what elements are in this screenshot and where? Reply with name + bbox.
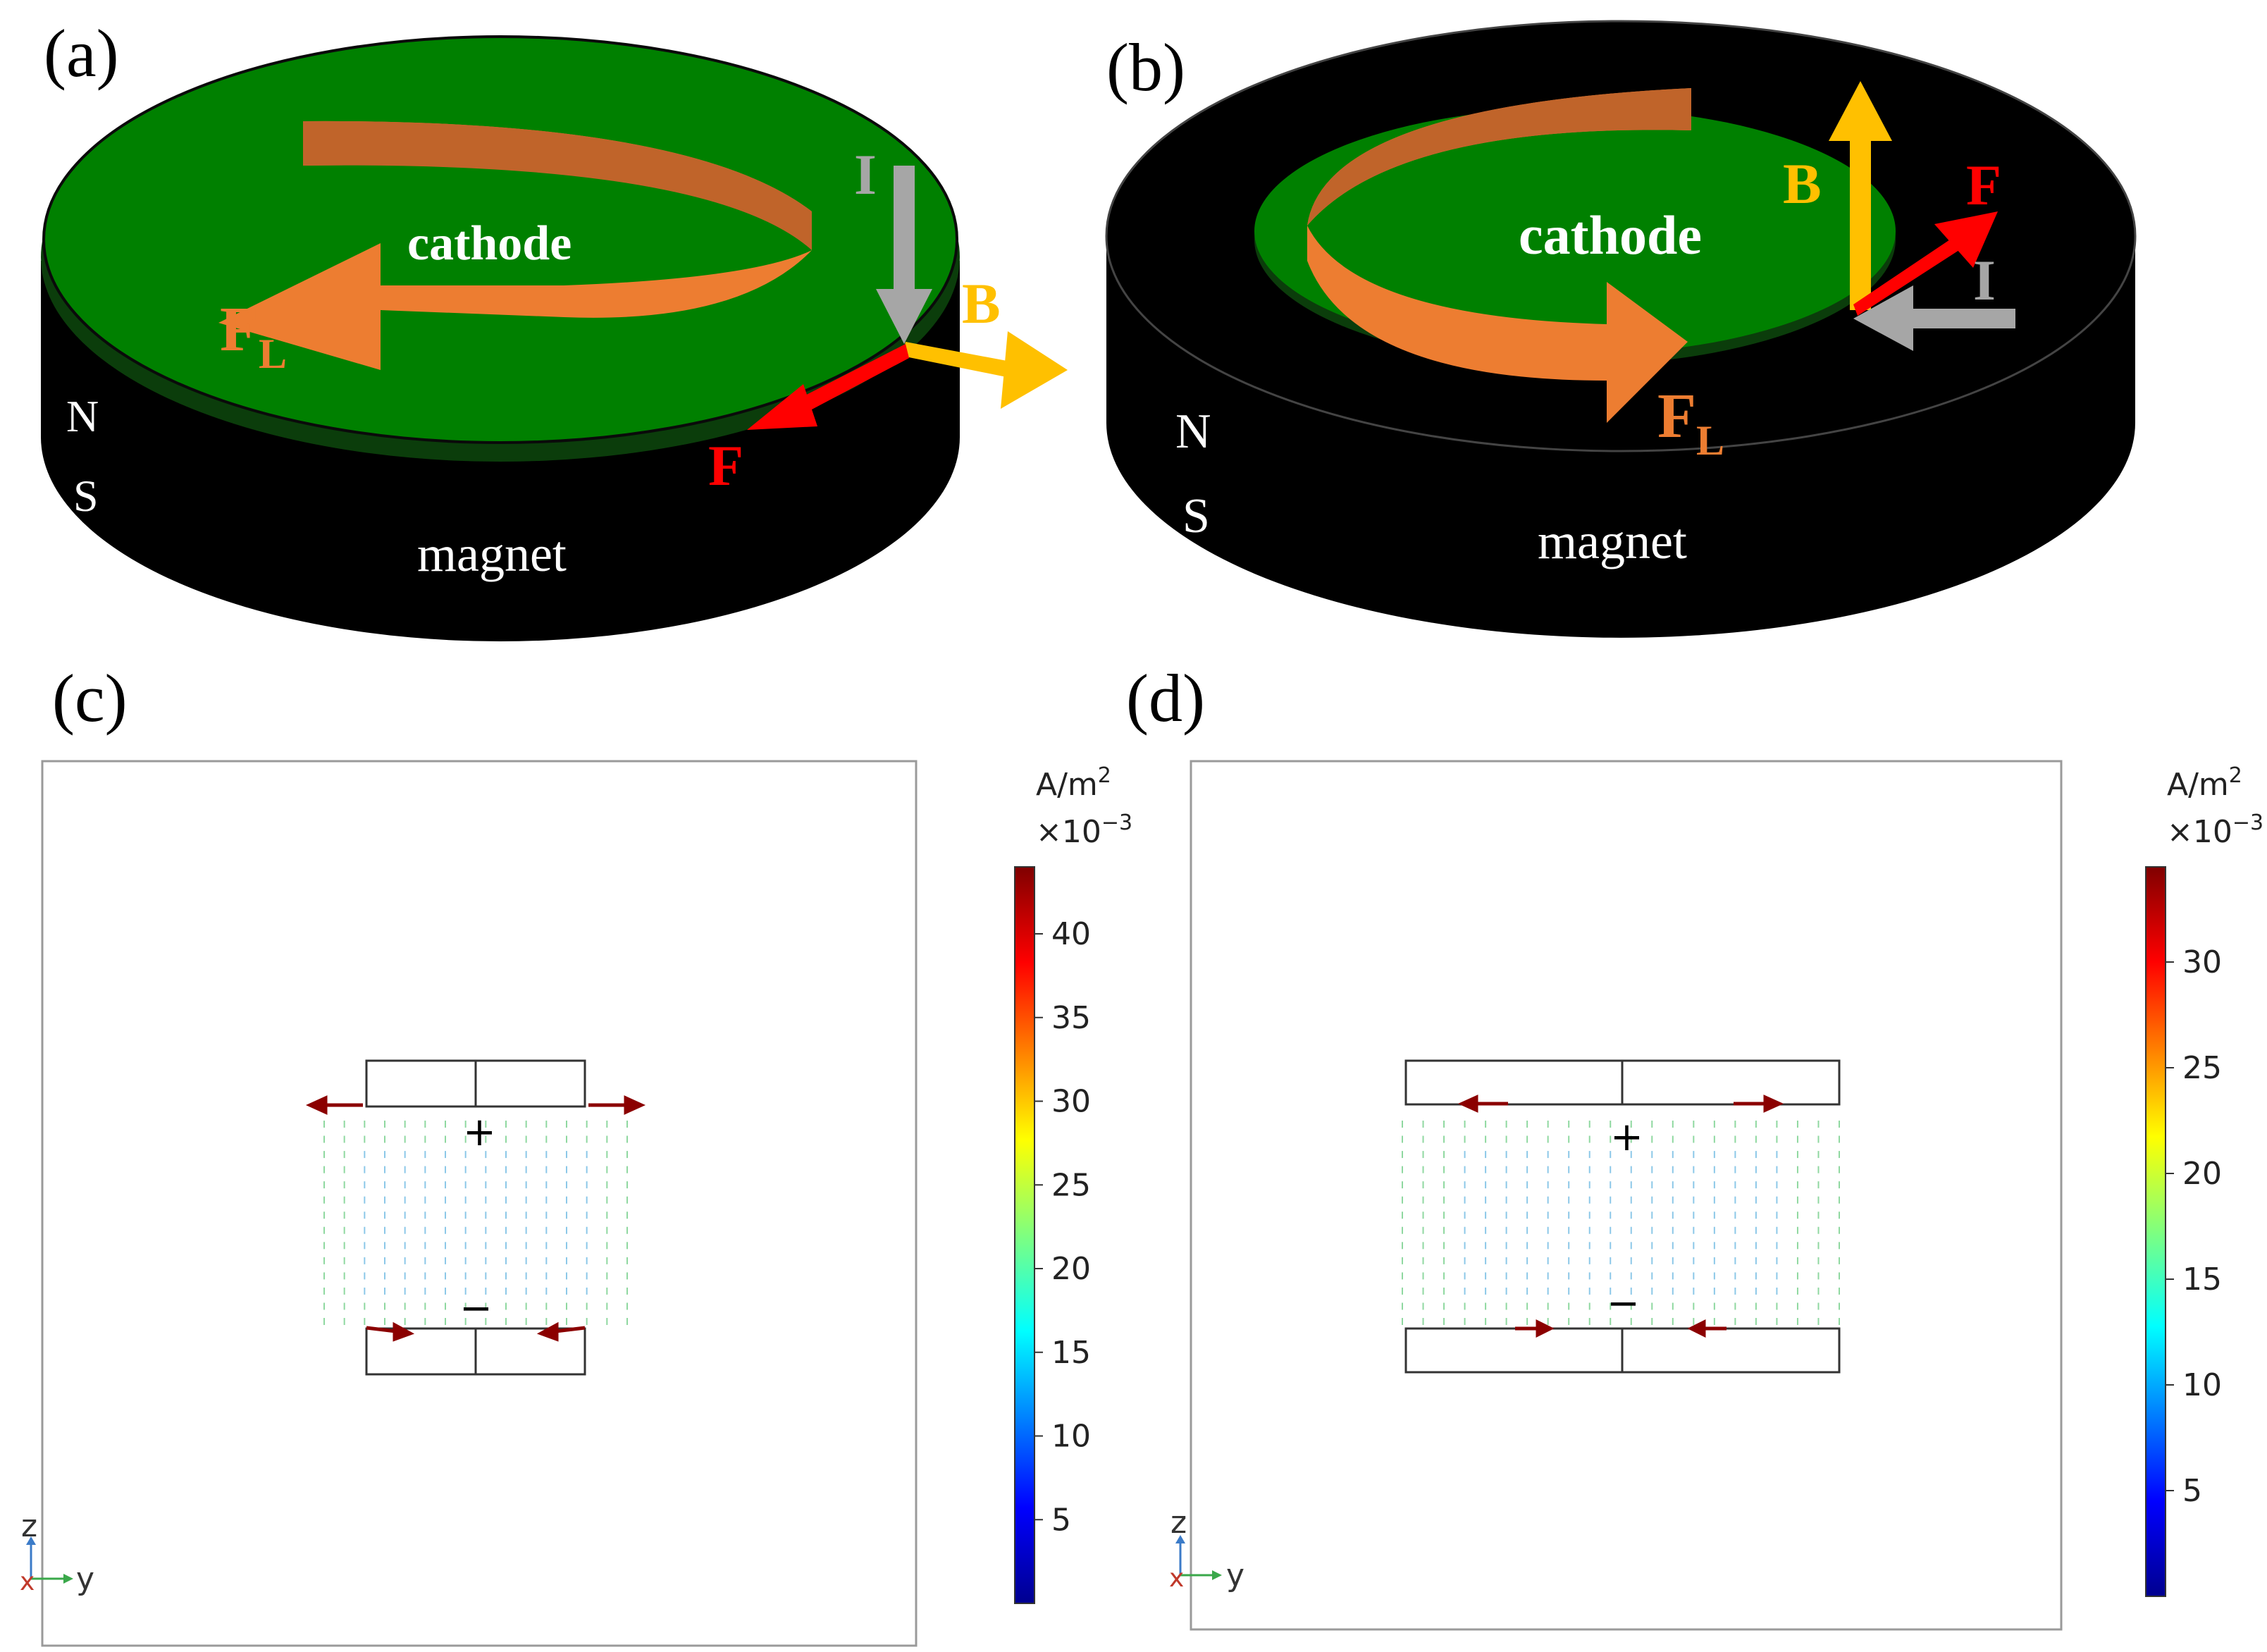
electrode-top-c [365, 1059, 586, 1108]
colorbar-tick-label: 20 [1051, 1251, 1091, 1287]
lorentz-label-main-b: F [1657, 381, 1696, 451]
colorbar-ticks-c: 5 10 15 20 25 30 35 40 [1034, 916, 1091, 1538]
lorentz-label-main-a: F [220, 295, 259, 364]
cathode-disk-b [1254, 108, 1896, 355]
magnet-label-b: magnet [1538, 513, 1687, 569]
scale-main-d: ×10 [2167, 814, 2232, 850]
colorbar-tick-label: 25 [1051, 1167, 1091, 1203]
colorbar-tick-label: 5 [1051, 1502, 1071, 1538]
lorentz-ribbon-top-b [1307, 88, 1691, 226]
edge-arrows-c [305, 1095, 646, 1342]
cathode-label-a: cathode [407, 216, 572, 271]
field-label-b: B [1783, 152, 1822, 216]
field-arrow-a [902, 331, 1068, 409]
vector-field-d [1402, 1121, 1840, 1325]
edge-arrows-d [1457, 1095, 1784, 1338]
unit-label-d: A/m2 [2167, 763, 2242, 803]
panel-label-d: (d) [1126, 660, 1205, 736]
field-arrow-b [1829, 81, 1892, 310]
panel-label-c: (c) [52, 660, 128, 736]
colorbar-c: A/m2 ×10−3 5 10 15 20 25 30 35 40 [1014, 763, 1132, 1604]
unit-label-c: A/m2 [1036, 763, 1111, 803]
pole-n-label-a: N [66, 391, 99, 441]
colorbar-ticks-d: 5 10 15 20 25 30 [2166, 944, 2222, 1509]
current-label-a: I [854, 142, 877, 207]
pole-s-label-a: S [73, 471, 99, 521]
unit-exp-d: 2 [2229, 763, 2242, 788]
unit-main-d: A/m [2167, 767, 2229, 803]
force-arrow-b [1853, 211, 1998, 316]
panel-b-diagram: cathode magnet N S B F I FL [1105, 20, 2137, 638]
force-arrow-a [747, 344, 909, 430]
lorentz-ribbon-a [218, 121, 812, 370]
scale-label-d: ×10−3 [2167, 810, 2263, 850]
lorentz-ribbon-top-a [303, 121, 812, 250]
current-arrow-b [1853, 285, 2015, 351]
lorentz-label-a: FL [220, 295, 287, 377]
panel-c-simulation: + − z y x A/m2 ×10−3 5 10 15 20 25 30 35 40 [20, 760, 1132, 1647]
colorbar-tick-label: 25 [2182, 1050, 2222, 1086]
magnet-label-a: magnet [417, 526, 567, 582]
colorbar-tick-label: 15 [2182, 1262, 2222, 1297]
axis-z-d: z [1170, 1505, 1187, 1541]
panel-d-simulation: + − z y x A/m2 ×10−3 5 10 15 20 25 30 [1169, 760, 2263, 1631]
colorbar-tick-label: 5 [2182, 1473, 2202, 1509]
panel-label-a: (a) [44, 16, 119, 91]
unit-main-c: A/m [1036, 767, 1098, 803]
axis-triad-d: z y x [1169, 1505, 1244, 1594]
pole-s-label-b: S [1182, 489, 1210, 543]
plus-sign-d: + [1610, 1114, 1643, 1160]
plot-frame-d [1190, 760, 2063, 1631]
electrode-bottom-d [1404, 1327, 1841, 1374]
colorbar-tick-label: 10 [2182, 1367, 2222, 1403]
electrode-top-d [1404, 1059, 1841, 1106]
colorbar-gradient-c [1014, 866, 1035, 1604]
colorbar-gradient-d [2145, 866, 2166, 1597]
unit-exp-c: 2 [1098, 763, 1111, 788]
colorbar-tick-label: 10 [1051, 1419, 1091, 1455]
scale-main-c: ×10 [1036, 814, 1101, 850]
force-label-b: F [1966, 153, 2001, 217]
scale-exp-d: −3 [2232, 810, 2263, 835]
minus-sign-c: − [459, 1286, 493, 1331]
lorentz-label-b: FL [1657, 381, 1724, 464]
electrode-bottom-c [365, 1327, 586, 1376]
plus-sign-c: + [463, 1109, 496, 1155]
panel-label-b: (b) [1106, 30, 1185, 105]
colorbar-tick-label: 35 [1051, 1000, 1091, 1036]
vector-field-c [323, 1121, 628, 1325]
panel-a-diagram: cathode magnet N S I B F FL [41, 35, 1068, 641]
colorbar-tick-label: 30 [2182, 944, 2222, 980]
scale-exp-c: −3 [1101, 810, 1132, 835]
plot-frame-c [41, 760, 918, 1647]
lorentz-label-sub-a: L [259, 331, 287, 377]
axis-y-c: y [76, 1561, 94, 1597]
colorbar-tick-label: 15 [1051, 1335, 1091, 1371]
current-label-b: I [1973, 248, 1996, 312]
scale-label-c: ×10−3 [1036, 810, 1132, 850]
cathode-label-b: cathode [1519, 204, 1702, 266]
cathode-disk-a [42, 35, 958, 444]
axis-x-d: x [1169, 1564, 1184, 1593]
axis-z-c: z [21, 1508, 37, 1544]
colorbar-tick-label: 40 [1051, 916, 1091, 952]
axis-triad-c: z y x [20, 1508, 94, 1597]
colorbar-tick-label: 20 [2182, 1156, 2222, 1192]
current-arrow-a [876, 166, 932, 344]
colorbar-tick-label: 30 [1051, 1084, 1091, 1120]
axis-y-d: y [1226, 1558, 1244, 1594]
pole-n-label-b: N [1175, 405, 1211, 459]
force-label-a: F [708, 433, 743, 498]
colorbar-d: A/m2 ×10−3 5 10 15 20 25 30 [2145, 763, 2263, 1597]
lorentz-label-sub-b: L [1696, 417, 1724, 464]
field-label-a: B [962, 271, 1001, 335]
minus-sign-d: − [1607, 1281, 1640, 1326]
axis-x-c: x [20, 1567, 35, 1596]
lorentz-ribbon-b [1307, 88, 1691, 423]
